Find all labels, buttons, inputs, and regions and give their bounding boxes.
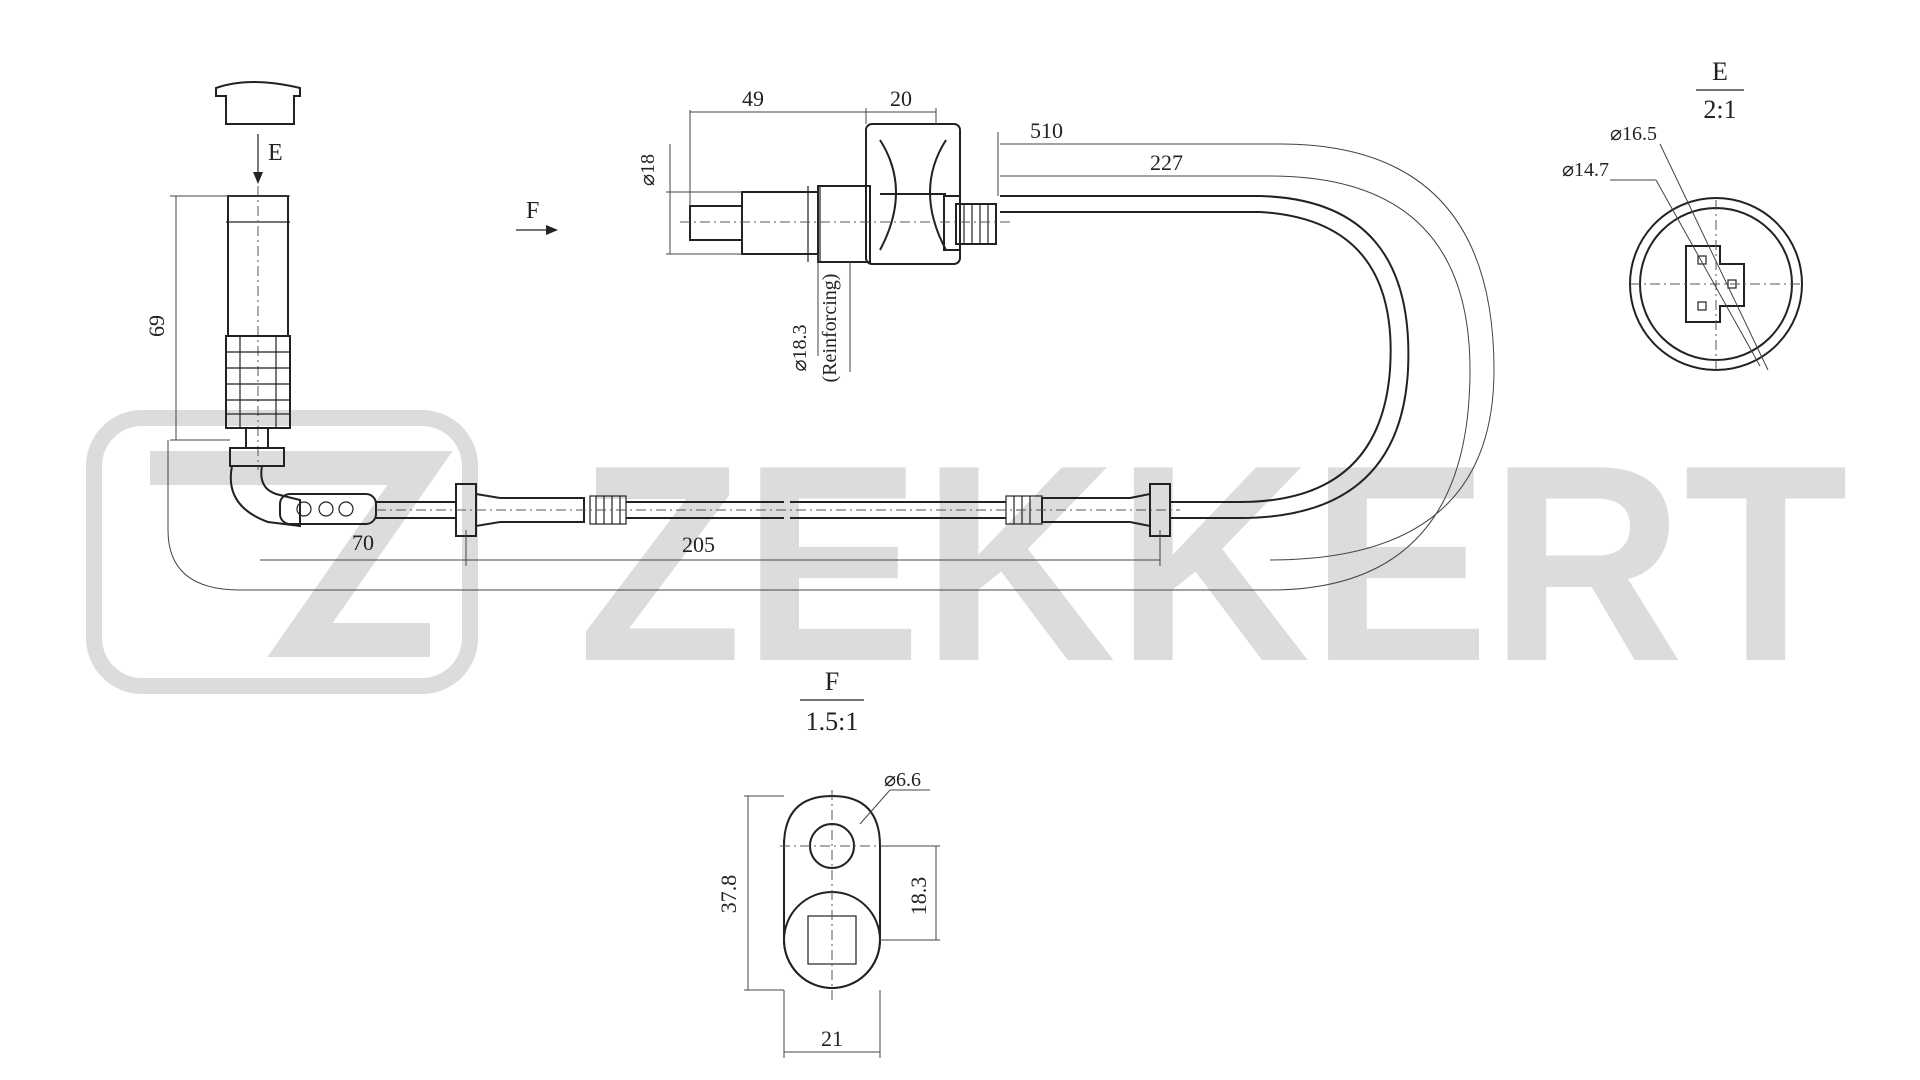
detail-e-dia-inner: ⌀14.7 [1562, 159, 1609, 181]
detail-f-offset: 18.3 [906, 877, 931, 916]
detail-e-label: E [1712, 57, 1728, 86]
protective-cap [215, 81, 301, 125]
detail-f-hole-dia: ⌀6.6 [884, 769, 921, 791]
cable-assembly: 510 227 70 205 [167, 118, 1495, 591]
dim-510: 510 [1030, 118, 1063, 143]
dim-dia-reinforcing: ⌀18.3 [789, 324, 811, 371]
detail-e-dia-outer: ⌀16.5 [1610, 123, 1657, 145]
dim-69: 69 [144, 315, 169, 337]
dim-49: 49 [742, 86, 764, 111]
detail-f-label: F [825, 667, 839, 696]
sensor-head: 49 20 ⌀18 ⌀18.3 (Reinforcing) F [516, 86, 1010, 382]
dim-227: 227 [1150, 150, 1183, 175]
watermark-text: ZEKKERT [578, 408, 1848, 720]
view-arrow-f: F [526, 198, 539, 224]
connector-assembly: E 69 [144, 81, 377, 528]
dim-dia-18: ⌀18 [637, 154, 659, 186]
detail-f-scale: 1.5:1 [806, 707, 859, 736]
detail-e-scale: 2:1 [1703, 95, 1736, 124]
arrow-right-icon [546, 225, 558, 235]
reinforcing-note: (Reinforcing) [819, 274, 841, 383]
detail-f-view: F 1.5:1 37.8 18.3 21 ⌀6.6 [716, 667, 940, 1058]
arrow-down-icon [253, 172, 263, 184]
detail-f-height: 37.8 [716, 875, 741, 914]
dim-205: 205 [682, 532, 715, 557]
connector-arrow-label: E [268, 140, 283, 166]
dim-70: 70 [352, 530, 374, 555]
watermark-logo: ZEKKERT [86, 408, 1848, 720]
dim-20: 20 [890, 86, 912, 111]
detail-f-width: 21 [821, 1026, 843, 1051]
detail-e-view: E 2:1 ⌀16.5 ⌀14.7 [1562, 57, 1804, 371]
